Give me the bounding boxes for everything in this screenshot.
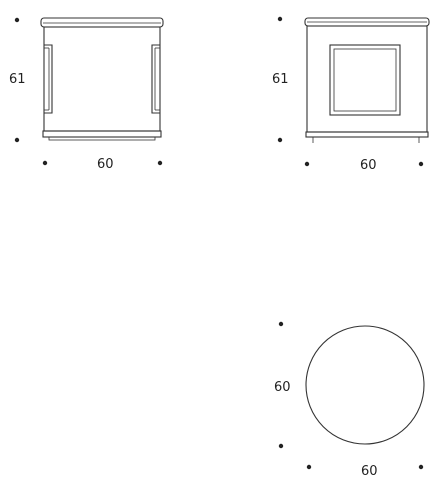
front-height-dot-bottom: [14, 137, 20, 143]
front-body: [43, 26, 161, 132]
front-width-dot-left: [42, 160, 48, 166]
side-height-label: 61: [272, 72, 289, 87]
front-height-label: 61: [9, 72, 26, 87]
front-height-dot-top: [14, 17, 20, 23]
top-height-label: 60: [274, 380, 291, 395]
front-top-cap: [40, 17, 164, 28]
front-right-recess: [151, 44, 160, 114]
front-view: [40, 17, 164, 141]
side-width-dot-left: [304, 161, 310, 167]
side-body: [306, 25, 428, 133]
side-width-dot-right: [418, 161, 424, 167]
front-plinth: [48, 136, 156, 141]
front-width-dot-right: [157, 160, 163, 166]
side-view: [304, 17, 430, 143]
front-base: [42, 130, 162, 138]
top-height-dot-top: [278, 321, 284, 327]
top-width-label: 60: [361, 464, 378, 479]
side-height-dot-bottom: [277, 137, 283, 143]
front-left-recess: [44, 44, 53, 114]
side-panel-outer: [329, 44, 401, 116]
top-view-circle: [305, 325, 425, 445]
front-width-label: 60: [97, 157, 114, 172]
top-width-dot-left: [306, 464, 312, 470]
side-height-dot-top: [277, 16, 283, 22]
top-view: [305, 325, 425, 445]
side-base: [305, 131, 429, 138]
top-width-dot-right: [418, 464, 424, 470]
side-width-label: 60: [360, 158, 377, 173]
side-panel-inner: [333, 48, 397, 112]
top-height-dot-bottom: [278, 443, 284, 449]
